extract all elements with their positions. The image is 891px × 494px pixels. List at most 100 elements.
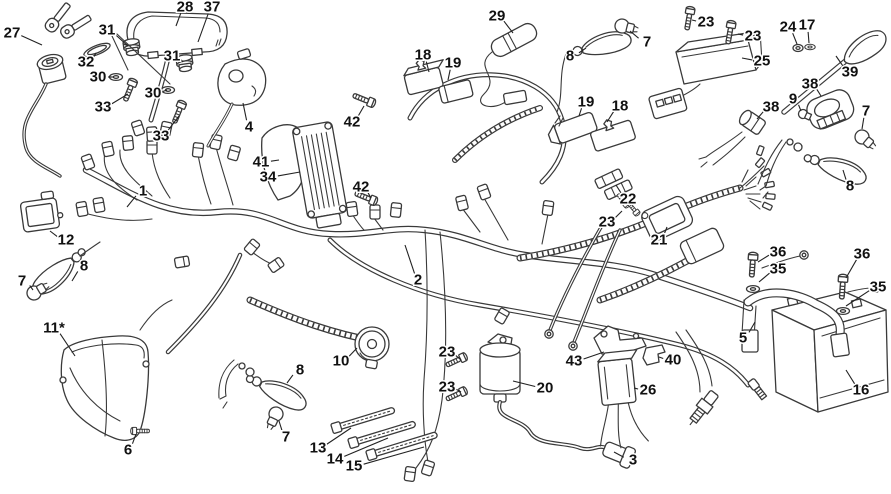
instrument-cluster-28 (126, 11, 228, 142)
wire (197, 154, 212, 205)
callout-4: 4 (242, 102, 255, 137)
svg-text:31: 31 (164, 48, 181, 65)
svg-text:34: 34 (260, 169, 277, 186)
svg-text:9: 9 (789, 91, 797, 108)
callout-23: 23 (597, 210, 623, 232)
svg-text:35: 35 (870, 279, 887, 296)
lock-cylinder (36, 53, 67, 85)
main-harness (80, 72, 776, 483)
callout-36: 36 (845, 244, 872, 279)
svg-text:17: 17 (799, 17, 816, 34)
relay-18-mid (590, 119, 636, 152)
wire (151, 151, 171, 199)
callout-5: 5 (737, 321, 756, 348)
svg-text:7: 7 (282, 429, 290, 446)
svg-text:15: 15 (346, 458, 363, 475)
svg-text:28: 28 (177, 0, 194, 16)
threaded-part (747, 378, 768, 401)
spark-plug (689, 390, 719, 426)
svg-text:23: 23 (698, 14, 715, 31)
callout-33: 33 (93, 93, 129, 117)
wire-long-down-2 (415, 231, 447, 469)
ignition-keys-27 (22, 2, 92, 178)
callout-20: 20 (512, 378, 555, 398)
svg-text:23: 23 (599, 214, 616, 231)
wire (483, 197, 509, 241)
svg-text:38: 38 (802, 76, 819, 93)
callout-19: 19 (443, 53, 463, 81)
svg-text:41: 41 (253, 154, 270, 171)
svg-text:22: 22 (620, 191, 637, 208)
svg-text:24: 24 (780, 19, 797, 36)
svg-text:10: 10 (333, 353, 350, 370)
svg-text:2: 2 (414, 272, 422, 289)
tail-housing-38 (806, 89, 855, 130)
harness-branch-headlight (165, 252, 243, 355)
callout-42: 42 (351, 177, 372, 199)
svg-text:4: 4 (245, 119, 254, 136)
callout-43: 43 (564, 351, 605, 371)
svg-text:8: 8 (80, 258, 88, 275)
callout-35: 35 (758, 259, 788, 283)
cable-ties (330, 407, 438, 461)
callout-38: 38 (800, 74, 822, 97)
starter-relay-cluster (544, 168, 725, 351)
svg-text:33: 33 (95, 99, 112, 116)
wedge-bulb-9 (797, 108, 813, 121)
switch-wire (207, 103, 233, 147)
svg-text:12: 12 (58, 232, 75, 249)
harness-branch-headlight (166, 253, 242, 354)
svg-text:18: 18 (612, 98, 629, 115)
callout-6: 6 (122, 433, 137, 460)
callout-21: 21 (649, 226, 669, 250)
callout-3: 3 (613, 450, 639, 470)
callout-9: 9 (787, 89, 802, 112)
svg-text:14: 14 (327, 451, 344, 468)
callout-19: 19 (576, 92, 596, 117)
svg-text:26: 26 (640, 382, 657, 399)
svg-text:7: 7 (643, 34, 651, 51)
callout-2: 2 (404, 244, 424, 290)
callout-7: 7 (629, 30, 653, 52)
relay-18-top (403, 58, 444, 96)
svg-text:30: 30 (90, 69, 107, 86)
hardware-guide-lines (111, 33, 171, 85)
callout-8: 8 (71, 256, 90, 282)
callout-7: 7 (860, 101, 872, 130)
cluster-hardware (83, 33, 195, 126)
bottom-lamp-parts (218, 359, 255, 409)
ht-lead (498, 401, 607, 450)
svg-text:25: 25 (754, 53, 771, 70)
svg-text:40: 40 (665, 352, 682, 369)
callout-7: 7 (278, 420, 292, 447)
battery-cable-2 (573, 229, 621, 343)
svg-text:32: 32 (78, 54, 95, 71)
callout-23: 23 (737, 26, 763, 46)
wire (215, 146, 234, 206)
headlight-mask-11 (59, 335, 150, 441)
svg-text:42: 42 (344, 114, 361, 131)
lock-cable (23, 83, 61, 177)
callout-32: 32 (76, 52, 97, 72)
callout-37: 37 (197, 0, 222, 43)
svg-text:23: 23 (439, 379, 456, 396)
callout-36: 36 (757, 242, 788, 263)
svg-text:19: 19 (445, 55, 462, 72)
battery-strap-5 (741, 288, 850, 358)
relay-boot (679, 227, 725, 265)
callout-30: 30 (143, 83, 168, 103)
callout-25: 25 (741, 51, 772, 71)
wire (251, 251, 273, 265)
callout-8: 8 (286, 360, 306, 384)
left-lamp-wire (79, 241, 101, 257)
svg-text:35: 35 (770, 261, 787, 278)
bulb-socket-38 (698, 109, 766, 168)
wire-long-down (422, 229, 429, 463)
corrugated-tube-4 (453, 106, 541, 162)
svg-text:42: 42 (353, 179, 370, 196)
wire (103, 151, 138, 201)
svg-text:16: 16 (853, 382, 870, 399)
